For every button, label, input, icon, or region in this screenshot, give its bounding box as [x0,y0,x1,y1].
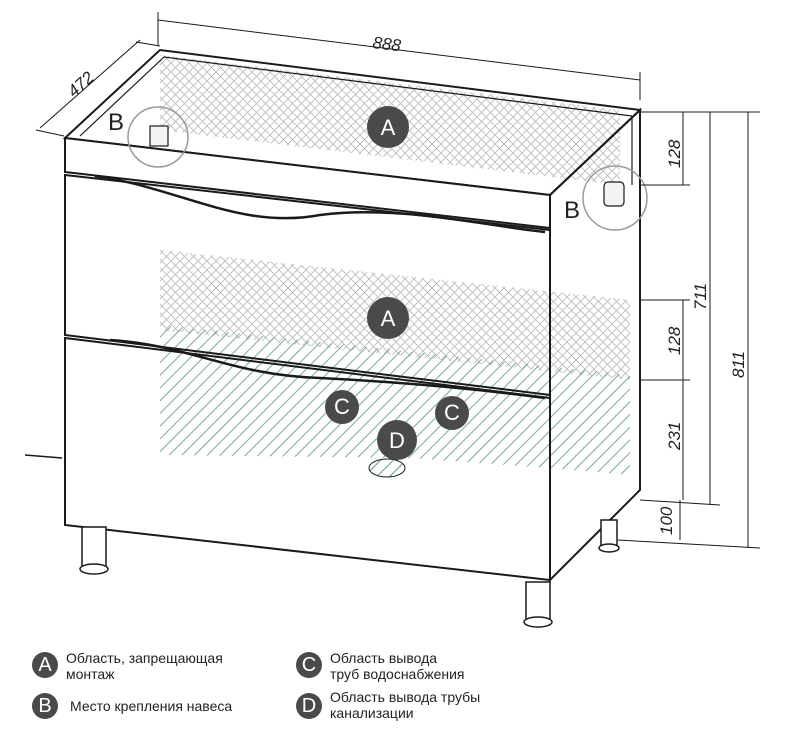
legend-text-d: Область вывода трубы канализации [330,689,480,721]
legend-badge-c: C [296,652,322,678]
cabinet-top-inner [79,56,633,137]
pipe-zone-label: 231 [665,422,684,451]
marker-b-left: B [108,109,124,136]
hinge-detail-right [603,181,625,207]
hinge-callout-right [582,165,648,231]
leg-front-left [79,526,109,575]
hinge-detail-left [149,125,169,147]
legend-a-line2: монтаж [66,666,115,682]
water-pipe-zone [160,325,630,475]
drain-outlet [368,458,406,478]
legend-badge-d: D [296,693,322,719]
legend-text-a: Область, запрещающая монтаж [66,650,223,682]
drawer-zone-label: 128 [665,326,684,355]
marker-d: D [377,420,417,460]
leg-height-label: 100 [657,506,676,535]
marker-a-body: A [367,297,409,339]
svg-text:C: C [334,394,350,419]
svg-text:A: A [381,306,396,331]
width-dimension [157,12,641,100]
right-dimensions [617,111,761,549]
plinth-line [549,489,641,581]
legend-d-line2: канализации [330,705,414,721]
legend-c-line1: Область вывода [330,650,438,666]
leg-front-right [523,581,553,628]
legend-text-b: Место крепления навеса [70,698,233,714]
hinge-callout-left [127,106,189,168]
legend-a-line1: Область, запрещающая [66,650,223,666]
svg-text:C: C [444,400,460,425]
lower-drawer-handle [109,338,546,400]
legend-d-line1: Область вывода трубы [330,689,481,705]
marker-c-left: C [325,390,359,424]
leg-back-right [598,519,620,553]
legend-text-c: Область вывода труб водоснабжения [330,650,464,682]
wall-line [24,454,63,459]
svg-text:A: A [381,115,396,140]
legend-c-line2: труб водоснабжения [330,666,465,682]
depth-dimension [35,39,161,137]
total-height-label: 811 [729,351,748,378]
marker-a-top: A [367,106,409,148]
upper-drawer-handle [94,174,546,234]
marker-c-right: C [435,396,469,430]
top-zone-label: 128 [665,139,684,168]
width-label: 888 [372,33,403,55]
marker-b-right: B [564,197,580,224]
legend-badge-b: B [32,693,58,719]
legend-badge-a: A [32,652,58,678]
inner-height-label: 711 [691,283,710,310]
svg-text:D: D [389,428,405,453]
